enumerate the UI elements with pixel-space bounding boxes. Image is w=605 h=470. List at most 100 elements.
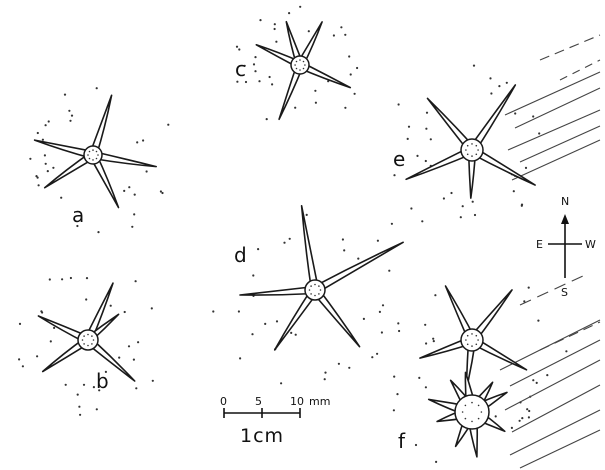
stipple-dot: [118, 357, 120, 359]
stipple-dot: [343, 249, 345, 251]
disc-dot: [299, 69, 301, 71]
stipple-dot: [18, 358, 20, 360]
disc-dot: [87, 154, 89, 156]
stipple-dot: [393, 409, 395, 411]
stipple-dot: [151, 307, 153, 309]
disc-dot: [462, 411, 464, 413]
stipple-dot: [38, 184, 40, 186]
spec-f1-disc: [461, 329, 483, 351]
stipple-dot: [288, 12, 290, 14]
scale-label-5: 5: [255, 395, 262, 408]
stipple-dot: [283, 242, 285, 244]
stipple-dot: [280, 382, 282, 384]
stipple-dot: [96, 87, 98, 89]
stipple-dot: [519, 420, 521, 422]
stipple-dot: [565, 350, 567, 352]
stipple-dot: [532, 115, 534, 117]
stipple-dot: [70, 277, 72, 279]
stipple-dot: [521, 204, 523, 206]
stipple-dot: [391, 223, 393, 225]
stipple-dot: [424, 324, 426, 326]
current-lines-e: [505, 35, 600, 180]
disc-dot: [294, 64, 296, 66]
stipple-dot: [377, 240, 379, 242]
stipple-dot: [472, 201, 474, 203]
stipple-dot: [340, 26, 342, 28]
stipple-dot: [37, 177, 39, 179]
disc-dot: [89, 158, 91, 160]
stipple-dot: [546, 374, 548, 376]
stipple-dot: [433, 340, 435, 342]
specimen-b: [38, 283, 134, 381]
stipple-dot: [490, 92, 492, 94]
disc-dot: [314, 284, 316, 286]
disc-dot: [304, 64, 306, 66]
stipple-dot: [128, 345, 130, 347]
stipple-dot: [29, 158, 31, 160]
stipple-dot: [142, 139, 144, 141]
stipple-dot: [381, 331, 383, 333]
stipple-dot: [348, 367, 350, 369]
disc-dot: [303, 68, 305, 70]
disc-dot: [303, 61, 305, 63]
spec-d-arm-1: [302, 206, 319, 290]
specimen-d: [240, 206, 403, 350]
stipple-dot: [474, 214, 476, 216]
stipple-dot: [506, 82, 508, 84]
stipple-dot: [416, 155, 418, 157]
stipple-dot: [425, 160, 427, 162]
disc-dot: [89, 151, 91, 153]
label-b: b: [96, 369, 109, 393]
label-d: d: [234, 243, 247, 267]
stipple-dot: [60, 197, 62, 199]
stipple-dot: [123, 190, 125, 192]
disc-dot: [318, 285, 320, 287]
stipple-dot: [68, 110, 70, 112]
stipple-dot: [65, 384, 67, 386]
disc-dot: [471, 143, 473, 145]
stipple-dot: [344, 107, 346, 109]
stipple-dot: [238, 310, 240, 312]
disc-dot: [467, 154, 469, 156]
stipple-dot: [271, 83, 273, 85]
spec-a-disc: [84, 146, 102, 164]
stipple-dot: [269, 76, 271, 78]
disc-dot: [296, 68, 298, 70]
stipple-dot: [398, 103, 400, 105]
disc-dot: [471, 333, 473, 335]
stipple-dot: [254, 70, 256, 72]
spec-c-disc: [291, 56, 309, 74]
stipple-dot: [133, 213, 135, 215]
stipple-dot: [421, 220, 423, 222]
specimen-c: [256, 22, 350, 120]
stipple-dot: [294, 107, 296, 109]
stipple-dot: [528, 416, 530, 418]
stipple-dot: [48, 120, 50, 122]
stipple-dot: [473, 65, 475, 67]
stipple-dot: [50, 340, 52, 342]
spec-d-arm-2: [240, 287, 315, 296]
stipple-dot: [526, 408, 528, 410]
stipple-dot: [356, 67, 358, 69]
stipple-dot: [45, 163, 47, 165]
stipple-dot: [212, 310, 214, 312]
stipple-dot: [266, 118, 268, 120]
stipple-dot: [513, 190, 515, 192]
stipple-dot: [167, 124, 169, 126]
disc-dot: [476, 335, 478, 337]
stipple-dot: [49, 278, 51, 280]
disc-dot: [467, 344, 469, 346]
stipple-dot: [274, 28, 276, 30]
disc-dot: [467, 145, 469, 147]
stipple-dot: [525, 167, 527, 169]
spec-d-arm-5: [314, 242, 404, 293]
stipple-dot: [85, 298, 87, 300]
stipple-dot: [124, 311, 126, 313]
stipple-dot: [521, 417, 523, 419]
stipple-dot: [536, 382, 538, 384]
disc-dot: [465, 418, 467, 420]
disc-dot: [96, 158, 98, 160]
stipple-dot: [350, 73, 352, 75]
stipple-dot: [44, 154, 46, 156]
stipple-dot: [146, 170, 148, 172]
